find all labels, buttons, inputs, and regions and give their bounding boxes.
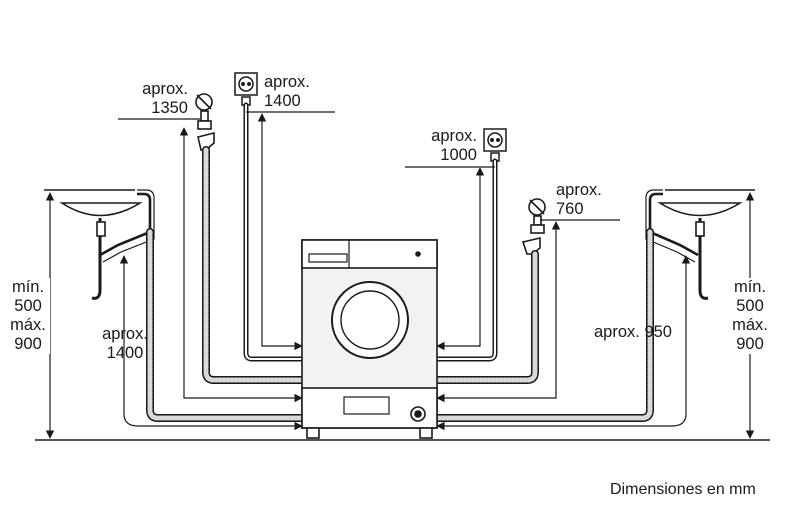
tap-left-label-line2: 1350 <box>151 99 188 117</box>
height-left-min-label: mín. <box>11 278 45 296</box>
height-right-label: mín. 500 máx. 900 <box>727 278 773 354</box>
socket-right-label-line1: aprox. <box>431 127 477 145</box>
height-right-min-value: 500 <box>736 297 764 315</box>
water-tap-right <box>521 198 546 255</box>
tap-left-label-line1: aprox. <box>142 80 188 98</box>
drain-left-label-line2: 1400 <box>106 344 144 362</box>
footer-units-note: Dimensiones en mm <box>610 481 756 498</box>
hoses-left <box>146 102 309 422</box>
height-left-label: mín. 500 máx. 900 <box>6 278 50 354</box>
height-left-max-value: 900 <box>14 335 42 353</box>
socket-left-label: aprox. 1400 <box>264 73 310 111</box>
tap-left-label: aprox. 1350 <box>118 80 188 118</box>
socket-left-label-line2: 1400 <box>264 92 301 110</box>
socket-left-label-line1: aprox. <box>264 73 310 91</box>
dimension-lines <box>45 111 755 439</box>
tap-right-label-line1: aprox. <box>556 181 602 199</box>
sink-left <box>44 189 155 300</box>
height-right-min-label: mín. <box>733 278 767 296</box>
socket-right-label: aprox. 1000 <box>405 127 477 165</box>
water-tap-left <box>195 93 215 151</box>
power-socket-right <box>483 128 507 162</box>
height-left-max-label: máx. <box>10 316 46 334</box>
drain-left-label-line1: aprox. <box>102 325 148 343</box>
height-right-max-value: 900 <box>736 335 764 353</box>
height-right-max-label: máx. <box>732 316 768 334</box>
height-left-min-value: 500 <box>14 297 42 315</box>
socket-right-label-line2: 1000 <box>440 146 477 164</box>
drain-left-label: aprox. 1400 <box>90 325 160 363</box>
power-socket-left <box>234 72 258 106</box>
sink-right <box>645 189 755 300</box>
tap-right-label-line2: 760 <box>556 200 584 218</box>
washing-machine <box>301 239 438 439</box>
hoses-right <box>433 158 654 422</box>
drain-right-label: aprox. 950 <box>594 323 672 341</box>
tap-right-label: aprox. 760 <box>556 181 602 219</box>
